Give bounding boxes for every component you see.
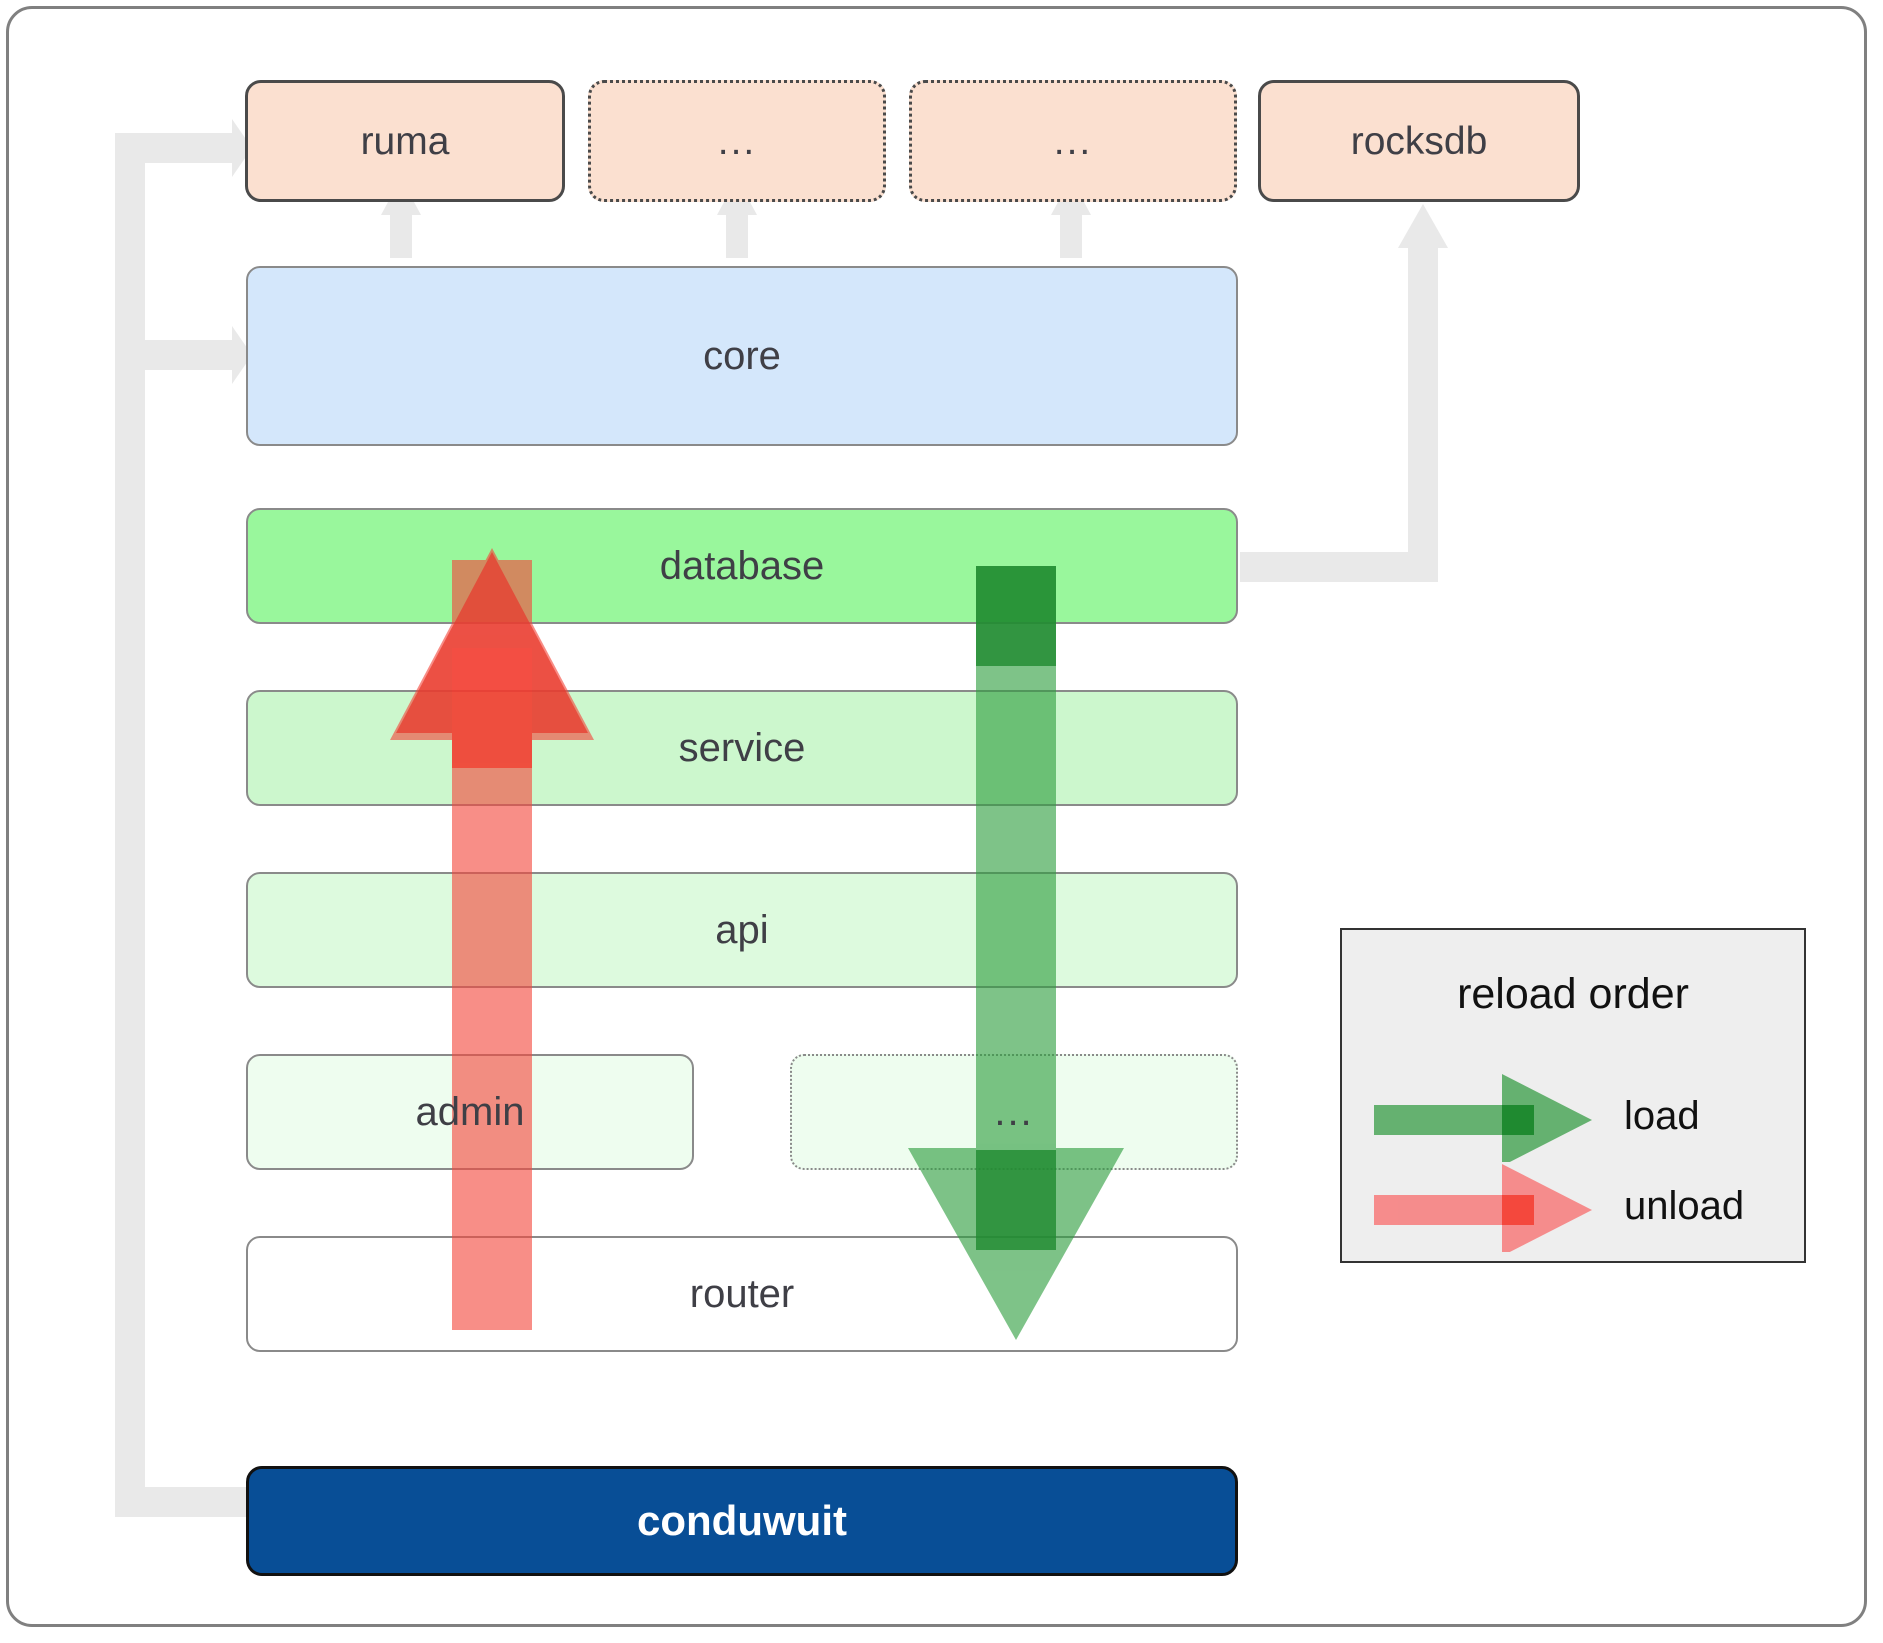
dependency-label: rocksdb [1350,119,1488,163]
dependency-label: ... [717,119,757,163]
layer-box-database[interactable]: database [246,508,1238,624]
layer-label: database [659,544,825,588]
legend-title: reload order [1457,970,1689,1018]
layer-label: admin [415,1090,525,1134]
legend-panel: reload order load unload [1340,928,1806,1263]
dependency-box-ellipsis-2[interactable]: ... [909,80,1237,202]
legend-load-label: load [1624,1094,1700,1138]
layer-box-service[interactable]: service [246,690,1238,806]
root-box-conduwuit[interactable]: conduwuit [246,1466,1238,1576]
dependency-label: ruma [360,119,450,163]
layer-box-admin[interactable]: admin [246,1054,694,1170]
dependency-box-rocksdb[interactable]: rocksdb [1258,80,1580,202]
core-box[interactable]: core [246,266,1238,446]
layer-label: api [715,908,769,952]
layer-label: ... [994,1090,1034,1134]
diagram-frame [6,6,1867,1627]
layer-box-router[interactable]: router [246,1236,1238,1352]
layer-label: service [678,726,806,770]
legend-unload-label: unload [1624,1184,1745,1228]
dependency-label: ... [1053,119,1093,163]
dependency-box-ruma[interactable]: ruma [245,80,565,202]
legend-load-arrow-icon [1374,1074,1592,1162]
core-label: core [703,334,781,378]
layer-label: router [689,1272,795,1316]
layer-box-api[interactable]: api [246,872,1238,988]
root-label: conduwuit [637,1497,847,1544]
layer-box-ellipsis[interactable]: ... [790,1054,1238,1170]
legend-unload-arrow-icon [1374,1164,1592,1252]
dependency-box-ellipsis-1[interactable]: ... [588,80,886,202]
